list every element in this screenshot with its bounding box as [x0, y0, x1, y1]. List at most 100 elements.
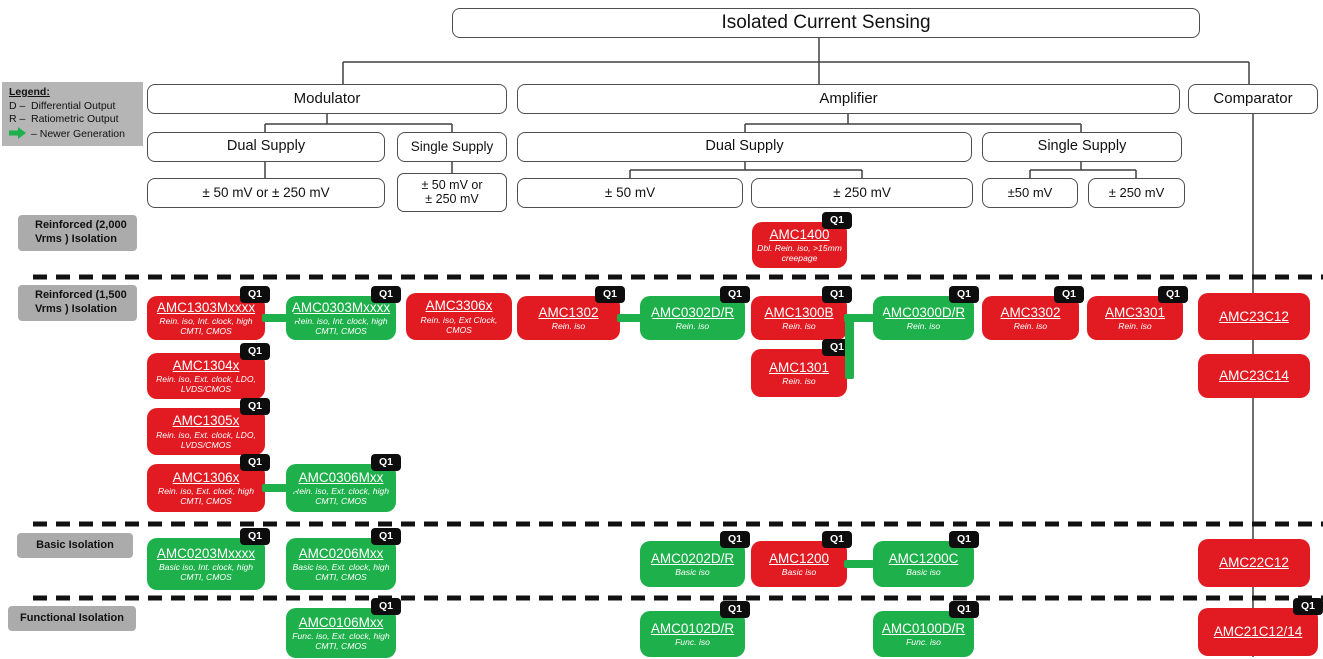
product-subtitle: Rein. iso, Ext. clock, LDO, LVDS/CMOS — [156, 429, 256, 450]
product-name: AMC22C12 — [1219, 555, 1289, 571]
newer-generation-arrow — [262, 314, 287, 322]
product-name: AMC1306x — [172, 469, 240, 485]
newer-generation-arrowhead — [874, 554, 886, 574]
product-name: AMC1300B — [764, 304, 834, 320]
modulator-single-supply-box: Single Supply — [397, 132, 507, 162]
q1-badge: Q1 — [239, 398, 270, 415]
q1-badge: Q1 — [821, 286, 852, 303]
q1-badge: Q1 — [1157, 286, 1188, 303]
product-subtitle: Basic iso, Int. clock, high CMTI, CMOS — [158, 562, 254, 583]
product-name: AMC3301 — [1104, 304, 1166, 320]
q1-badge: Q1 — [948, 601, 979, 618]
connector-path — [264, 38, 1254, 657]
amplifier-single-supply-box: Single Supply — [982, 132, 1182, 162]
q1-badge: Q1 — [821, 531, 852, 548]
q1-badge: Q1 — [719, 601, 750, 618]
legend-label: – Newer Generation — [31, 128, 125, 141]
amplifier-single-250mv-box: ± 250 mV — [1088, 178, 1185, 208]
product-name: AMC0300D/R — [881, 304, 966, 320]
comparator-box: Comparator — [1188, 84, 1318, 114]
product-subtitle: Rein. iso, Ext. clock, high CMTI, CMOS — [292, 486, 389, 507]
q1-badge: Q1 — [1053, 286, 1084, 303]
product-name: AMC0206Mxx — [298, 545, 384, 561]
product-subtitle: Rein. iso, Ext Clock, CMOS — [420, 314, 498, 335]
product-name: AMC0102D/R — [650, 620, 735, 636]
product-name: AMC23C12 — [1219, 308, 1289, 324]
newer-generation-branch — [845, 314, 854, 379]
row-label-reinforced-2000: Reinforced (2,000 Vrms ) Isolation — [18, 215, 137, 251]
q1-badge: Q1 — [370, 598, 401, 615]
legend-label: Ratiometric Output — [31, 113, 119, 126]
product-subtitle: Rein. iso, Int. clock, high CMTI, CMOS — [159, 316, 253, 337]
amplifier-single-50mv-box: ±50 mV — [982, 178, 1078, 208]
legend-item-ratiometric: R – Ratiometric Output — [9, 113, 138, 127]
row-label-reinforced-1500: Reinforced (1,500 Vrms ) Isolation — [18, 285, 137, 321]
legend-item-differential: D – Differential Output — [9, 100, 138, 114]
modulator-dual-range-box: ± 50 mV or ± 250 mV — [147, 178, 385, 208]
q1-badge: Q1 — [370, 528, 401, 545]
q1-badge: Q1 — [719, 531, 750, 548]
newer-generation-arrow — [617, 314, 641, 322]
q1-badge: Q1 — [948, 286, 979, 303]
product-name: AMC0202D/R — [650, 550, 735, 566]
product-name: AMC1400 — [769, 226, 830, 242]
product-AMC23C12[interactable]: AMC23C12 — [1198, 293, 1310, 340]
product-name: AMC1304x — [172, 357, 240, 373]
row-label-functional-isolation: Functional Isolation — [8, 606, 136, 631]
product-subtitle: Basic iso — [675, 567, 710, 578]
product-subtitle: Rein. iso — [551, 321, 586, 332]
newer-generation-arrowhead — [287, 478, 299, 498]
legend-item-newer-generation: – Newer Generation — [9, 126, 138, 144]
legend: Legend: D – Differential Output R – Rati… — [2, 82, 143, 146]
newer-generation-arrow — [262, 484, 287, 492]
product-AMC23C14[interactable]: AMC23C14 — [1198, 354, 1310, 398]
q1-badge: Q1 — [239, 528, 270, 545]
legend-heading: Legend: — [9, 86, 50, 98]
product-name: AMC1303Mxxxx — [156, 299, 256, 315]
product-subtitle: Basic iso — [906, 567, 941, 578]
product-name: AMC1200C — [888, 550, 959, 566]
product-subtitle: Rein. iso — [1013, 321, 1048, 332]
legend-symbol-r: R – — [9, 113, 26, 126]
q1-badge: Q1 — [1292, 598, 1323, 615]
newer-generation-arrow — [844, 314, 874, 322]
product-subtitle: Func. iso, Ext. clock, high CMTI, CMOS — [292, 631, 390, 652]
q1-badge: Q1 — [821, 339, 852, 356]
modulator-single-range-box: ± 50 mV or ± 250 mV — [397, 173, 507, 212]
legend-symbol-d: D – — [9, 99, 26, 112]
product-subtitle: Func. iso — [906, 637, 941, 648]
q1-badge: Q1 — [948, 531, 979, 548]
newer-generation-arrowhead — [641, 308, 653, 328]
product-name: AMC0302D/R — [650, 304, 735, 320]
newer-generation-arrow-icon — [9, 126, 31, 144]
product-name: AMC0306Mxx — [298, 469, 384, 485]
product-AMC22C12[interactable]: AMC22C12 — [1198, 539, 1310, 587]
title-box: Isolated Current Sensing — [452, 8, 1200, 38]
q1-badge: Q1 — [821, 212, 852, 229]
product-name: AMC0106Mxx — [298, 614, 384, 630]
